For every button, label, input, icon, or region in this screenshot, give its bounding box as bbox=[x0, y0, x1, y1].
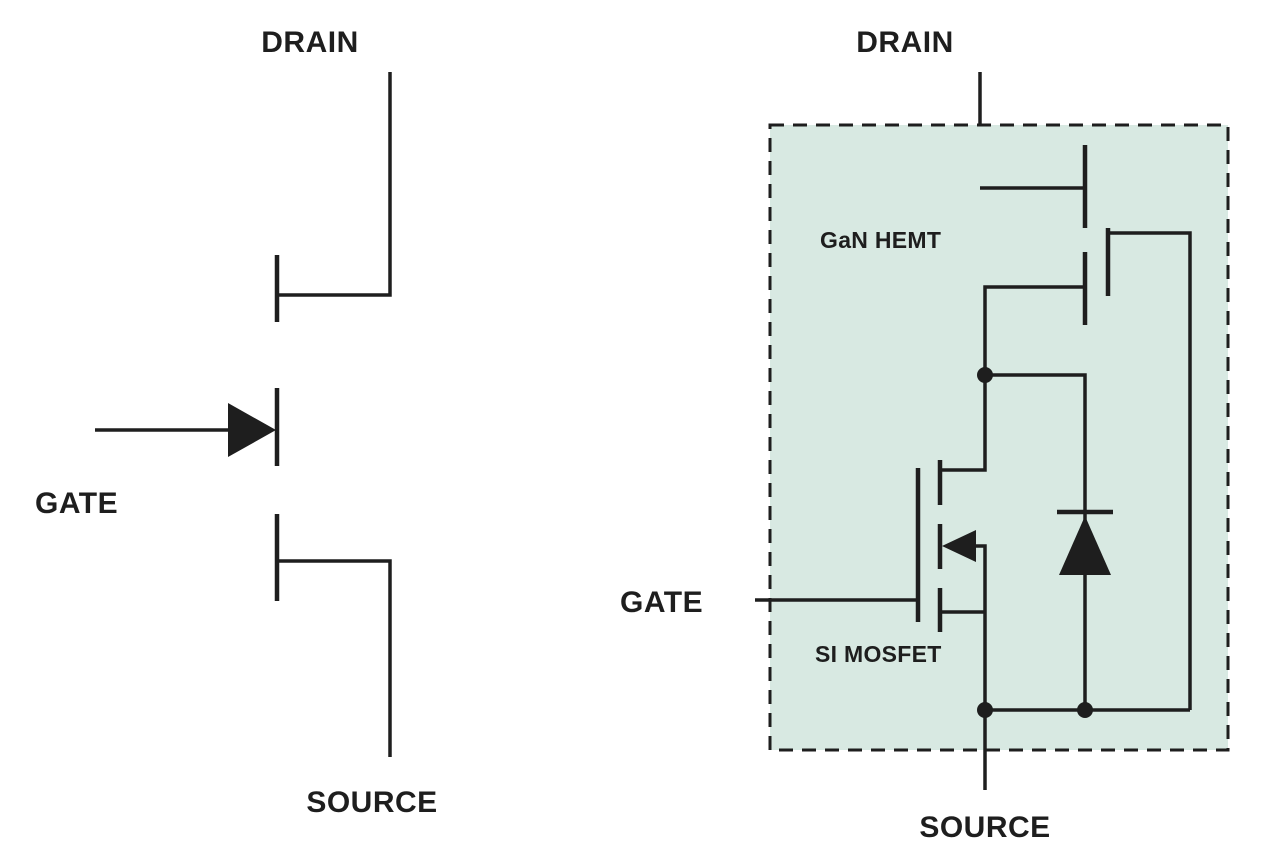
source-rail-diode-dot bbox=[1077, 702, 1093, 718]
package-outline-box bbox=[768, 123, 1230, 752]
left-gate-arrow-icon bbox=[228, 403, 276, 457]
right-source-label: SOURCE bbox=[919, 811, 1050, 844]
gan-source-wire bbox=[983, 285, 1083, 375]
left-drain-label: DRAIN bbox=[261, 26, 359, 59]
right-gate-label: GATE bbox=[620, 586, 703, 619]
gan-hemt-label: GaN HEMT bbox=[820, 227, 941, 253]
cascode-circuit: DRAIN GaN HEMT bbox=[620, 26, 1230, 844]
left-source-wire bbox=[279, 559, 392, 757]
mosfet-drain-wire bbox=[942, 375, 987, 472]
si-mosfet-label: SI MOSFET bbox=[815, 641, 942, 667]
left-source-label: SOURCE bbox=[306, 786, 437, 819]
gan-gate-feedback-wire bbox=[1108, 231, 1192, 710]
depletion-gan-hemt-symbol: DRAIN GATE SOURCE bbox=[35, 26, 437, 819]
gan-hemt-symbol bbox=[980, 145, 1192, 710]
right-drain-label: DRAIN bbox=[856, 26, 954, 59]
left-gate-label: GATE bbox=[35, 487, 118, 520]
diode-anode-arrow-icon bbox=[1059, 516, 1111, 575]
si-mosfet-symbol bbox=[755, 375, 987, 710]
diode-branch-wire bbox=[985, 373, 1087, 710]
body-diode-symbol bbox=[1057, 509, 1113, 575]
left-drain-wire bbox=[279, 72, 392, 297]
mosfet-body-arrow-icon bbox=[942, 530, 976, 562]
